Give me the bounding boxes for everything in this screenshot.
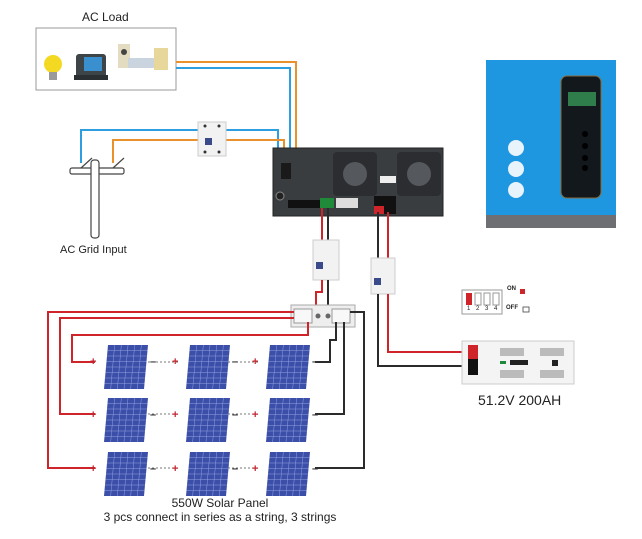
light-bulb-icon <box>44 55 62 80</box>
stereo-icon <box>118 44 168 70</box>
dip-position-label: 4 <box>494 306 498 312</box>
grid-neutral-wire-a <box>80 129 200 163</box>
pv-breaker <box>312 239 340 281</box>
pv-combiner-box <box>290 304 356 328</box>
grid-live-wire-a <box>112 139 200 163</box>
inverter-rear-panel <box>272 147 444 217</box>
panel-negative-sign: – <box>312 356 319 368</box>
solar-panel-label: 550W Solar Panel <box>171 496 269 510</box>
panel-negative-sign: – <box>312 409 319 421</box>
string3-positive-wire <box>47 311 294 469</box>
panel-positive-sign: + <box>90 463 97 475</box>
panel-positive-sign: + <box>90 409 97 421</box>
pv-positive-wire-combiner <box>315 280 323 312</box>
grid-neutral-wire-b <box>225 129 279 180</box>
computer-icon <box>74 54 108 80</box>
inverter-front <box>486 60 616 228</box>
solar-panels <box>104 344 310 497</box>
panel-positive-sign: + <box>172 409 179 421</box>
panel-positive-sign: + <box>90 356 97 368</box>
battery-negative-wire-b <box>377 294 468 367</box>
string2-negative-wire <box>315 322 345 415</box>
dip-position-label: 3 <box>485 306 489 312</box>
utility-pole-icon <box>69 157 125 239</box>
battery-breaker <box>370 257 396 295</box>
string2-positive-wire <box>59 317 294 415</box>
ac-grid-input-label: AC Grid Input <box>60 244 127 256</box>
panel-negative-sign: – <box>232 463 239 475</box>
string1-negative-wire <box>315 322 337 363</box>
ac-load-neutral-wire <box>176 67 291 160</box>
panel-negative-sign: – <box>232 409 239 421</box>
panel-negative-sign: – <box>150 463 157 475</box>
ac-load-live-wire <box>176 61 297 160</box>
panel-positive-sign: + <box>252 356 259 368</box>
panel-positive-sign: + <box>252 409 259 421</box>
battery-label: 51.2V 200AH <box>478 392 562 408</box>
series-links <box>148 361 260 469</box>
dip-off-label: OFF <box>506 305 518 311</box>
ac-load-label: AC Load <box>82 10 129 24</box>
panel-negative-sign: – <box>150 356 157 368</box>
string3-negative-wire <box>315 311 365 469</box>
solar-panel-caption: 3 pcs connect in series as a string, 3 s… <box>103 510 337 524</box>
panel-negative-sign: – <box>232 356 239 368</box>
ac-grid-breaker <box>197 121 227 157</box>
panel-positive-sign: + <box>252 463 259 475</box>
string1-positive-wire <box>71 322 309 363</box>
battery-positive-wire-b <box>387 294 468 353</box>
panel-positive-sign: + <box>172 463 179 475</box>
panel-positive-sign: + <box>172 356 179 368</box>
battery-unit <box>461 340 575 385</box>
panel-negative-sign: – <box>150 409 157 421</box>
dip-on-label: ON <box>507 286 516 292</box>
dip-position-label: 2 <box>476 306 480 312</box>
panel-negative-sign: – <box>312 463 319 475</box>
battery-dip-switch <box>461 289 530 315</box>
dip-position-label: 1 <box>467 306 471 312</box>
